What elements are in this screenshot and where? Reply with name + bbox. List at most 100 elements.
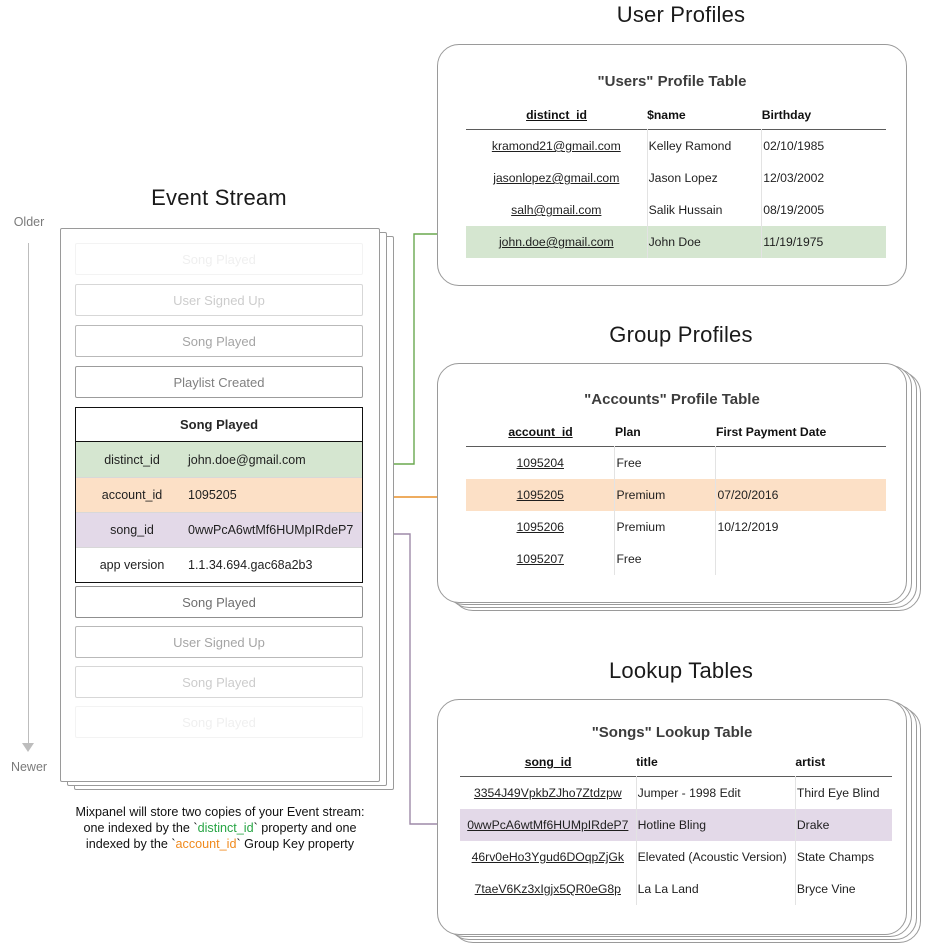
event-stream-title: Event Stream: [151, 185, 287, 210]
group-profiles-title: Group Profiles: [609, 322, 753, 347]
event-property-key: song_id: [110, 523, 154, 537]
table-cell: 1095206: [466, 511, 616, 543]
column-header: Plan: [614, 425, 641, 439]
event-box[interactable]: Song Played: [75, 666, 363, 698]
key-value: salh@gmail.com: [511, 203, 602, 217]
table-cell: Third Eye Blind: [796, 786, 880, 800]
table-cell: Hotline Bling: [636, 809, 796, 841]
event-property-value: 0wwPcA6wtMf6HUMpIRdeP7: [188, 523, 354, 537]
column-header: title: [636, 755, 658, 769]
event-box[interactable]: Song Played: [75, 706, 363, 738]
table-cell: Premium: [614, 511, 717, 543]
songs-table-title: "Songs" Lookup Table: [591, 724, 753, 741]
event-property-row: account_id 1095205: [76, 477, 362, 512]
table-cell: Jason Lopez: [647, 162, 763, 194]
table-cell: salh@gmail.com: [466, 194, 648, 226]
table-cell: Bryce Vine: [796, 882, 856, 896]
event-box-label: Song Played: [182, 715, 256, 730]
table-cell: 3354J49VpkbZJho7Ztdzpw: [460, 776, 637, 809]
caption-line-2: one indexed by the `distinct_id` propert…: [48, 820, 392, 836]
table-cell: 12/03/2002: [763, 171, 825, 185]
key-value: 7taeV6Kz3xIgjx5QR0eG8p: [474, 882, 621, 896]
table-cell: Drake: [795, 809, 892, 841]
event-box[interactable]: User Signed Up: [75, 284, 363, 316]
event-box-label: Song Played: [182, 252, 256, 267]
table-cell: Salik Hussain: [647, 194, 763, 226]
table-cell: 1095207: [466, 543, 616, 575]
table-cell: 0wwPcA6wtMf6HUMpIRdeP7: [460, 809, 637, 841]
event-property-value: 1095205: [188, 488, 237, 502]
timeline-older-label: Older: [13, 215, 45, 229]
table-cell: jasonlopez@gmail.com: [466, 162, 648, 194]
users-table-title: "Users" Profile Table: [597, 73, 747, 90]
event-property-key: app version: [99, 558, 165, 572]
column-header: First Payment Date: [715, 425, 827, 439]
caption-l3-post: ` Group Key property: [236, 837, 355, 851]
caption-token-distinct-id: distinct_id: [197, 821, 254, 835]
event-box[interactable]: Song Played: [75, 325, 363, 357]
table-cell: La La Land: [636, 873, 796, 905]
column-header: artist: [795, 755, 826, 769]
table-cell: 08/19/2005: [763, 203, 825, 217]
caption-line-3: indexed by the `account_id` Group Key pr…: [48, 836, 392, 852]
column-header: distinct_id: [526, 108, 588, 122]
down-arrow-icon: [22, 743, 34, 752]
event-box-label: Song Played: [182, 334, 256, 349]
table-cell: 10/12/2019: [717, 520, 779, 534]
key-value: 1095205: [516, 488, 564, 502]
table-cell: kramond21@gmail.com: [466, 129, 648, 162]
event-property-value: 1.1.34.694.gac68a2b3: [188, 558, 313, 572]
event-box[interactable]: Playlist Created: [75, 366, 363, 398]
event-box[interactable]: User Signed Up: [75, 626, 363, 658]
event-box[interactable]: Song Played: [75, 243, 363, 275]
caption-token-account-id: account_id: [175, 837, 237, 851]
event-property-row: song_id 0wwPcA6wtMf6HUMpIRdeP7: [76, 512, 362, 547]
event-property-row: app version 1.1.34.694.gac68a2b3: [76, 547, 362, 582]
table-cell: Premium: [614, 479, 717, 511]
caption-l3-pre: indexed by the `: [85, 837, 176, 851]
table-cell: Free: [614, 446, 717, 479]
table-cell: 11/19/1975: [761, 226, 886, 258]
event-property-value: john.doe@gmail.com: [188, 452, 306, 467]
table-cell: john.doe@gmail.com: [466, 226, 648, 258]
table-cell: 1095204: [466, 446, 616, 479]
key-value: john.doe@gmail.com: [498, 235, 614, 249]
event-box[interactable]: Song Played: [75, 586, 363, 618]
caption-line-1: Mixpanel will store two copies of your E…: [75, 805, 365, 819]
key-value: kramond21@gmail.com: [491, 139, 621, 153]
timeline-line: [28, 243, 29, 748]
lookup-tables-title: Lookup Tables: [608, 658, 754, 683]
table-cell: 1095205: [466, 479, 616, 511]
key-value: jasonlopez@gmail.com: [493, 171, 620, 185]
event-box-label: User Signed Up: [173, 635, 265, 650]
event-box-label: User Signed Up: [173, 293, 265, 308]
event-box-label: Song Played: [182, 675, 256, 690]
event-property-key: account_id: [101, 488, 163, 502]
caption-l2-post: ` property and one: [253, 821, 357, 835]
